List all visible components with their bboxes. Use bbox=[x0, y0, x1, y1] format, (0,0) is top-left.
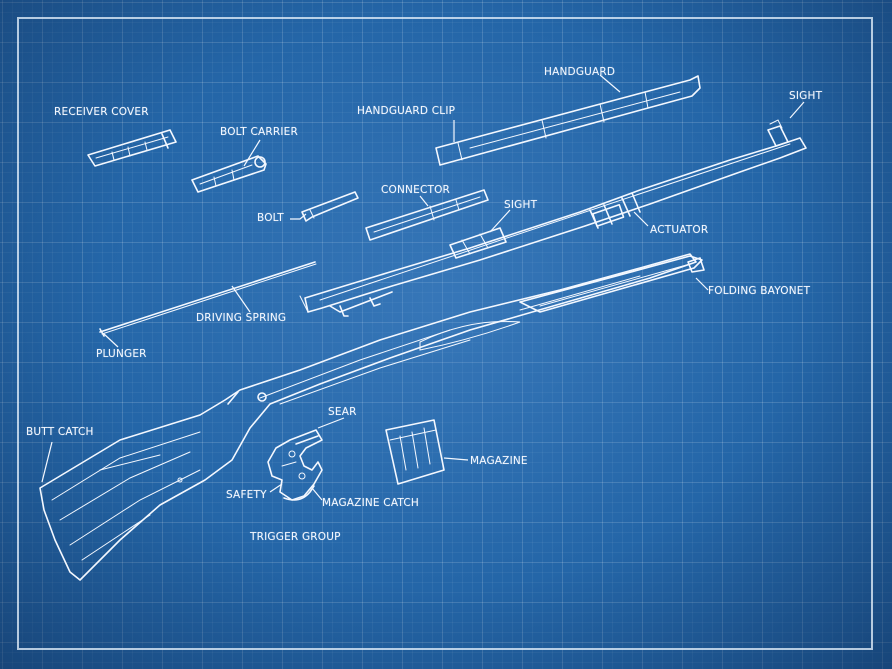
bolt-carrier-part bbox=[191, 155, 267, 193]
label-connector: CONNECTOR bbox=[381, 184, 451, 196]
trigger-group-part bbox=[267, 429, 323, 501]
label-magazine-catch: MAGAZINE CATCH bbox=[322, 497, 420, 509]
label-sight-front: SIGHT bbox=[789, 90, 823, 102]
label-handguard: HANDGUARD bbox=[544, 66, 616, 78]
barrel-receiver-part bbox=[299, 119, 807, 317]
label-butt-catch: BUTT CATCH bbox=[26, 426, 94, 438]
label-bolt-carrier: BOLT CARRIER bbox=[220, 126, 298, 138]
label-handguard-clip: HANDGUARD CLIP bbox=[357, 105, 456, 117]
label-folding-bayonet: FOLDING BAYONET bbox=[708, 285, 811, 297]
label-magazine: MAGAZINE bbox=[470, 455, 528, 467]
leader-lines bbox=[41, 74, 805, 501]
label-driving-spring: DRIVING SPRING bbox=[196, 312, 287, 324]
handguard-part bbox=[435, 75, 701, 166]
label-bolt: BOLT bbox=[257, 212, 284, 224]
label-receiver-cover: RECEIVER COVER bbox=[54, 106, 149, 118]
label-plunger: PLUNGER bbox=[96, 348, 147, 360]
label-actuator: ACTUATOR bbox=[650, 224, 709, 236]
label-trigger-group: TRIGGER GROUP bbox=[250, 531, 341, 543]
stock-part bbox=[39, 253, 697, 581]
label-sight-rear: SIGHT bbox=[504, 199, 538, 211]
connector-part bbox=[365, 189, 489, 241]
bolt-part bbox=[301, 191, 359, 222]
receiver-cover-part bbox=[87, 129, 177, 167]
label-sear: SEAR bbox=[328, 406, 357, 418]
label-safety: SAFETY bbox=[226, 489, 267, 501]
magazine-part bbox=[385, 419, 445, 485]
driving-spring-part bbox=[99, 261, 317, 337]
